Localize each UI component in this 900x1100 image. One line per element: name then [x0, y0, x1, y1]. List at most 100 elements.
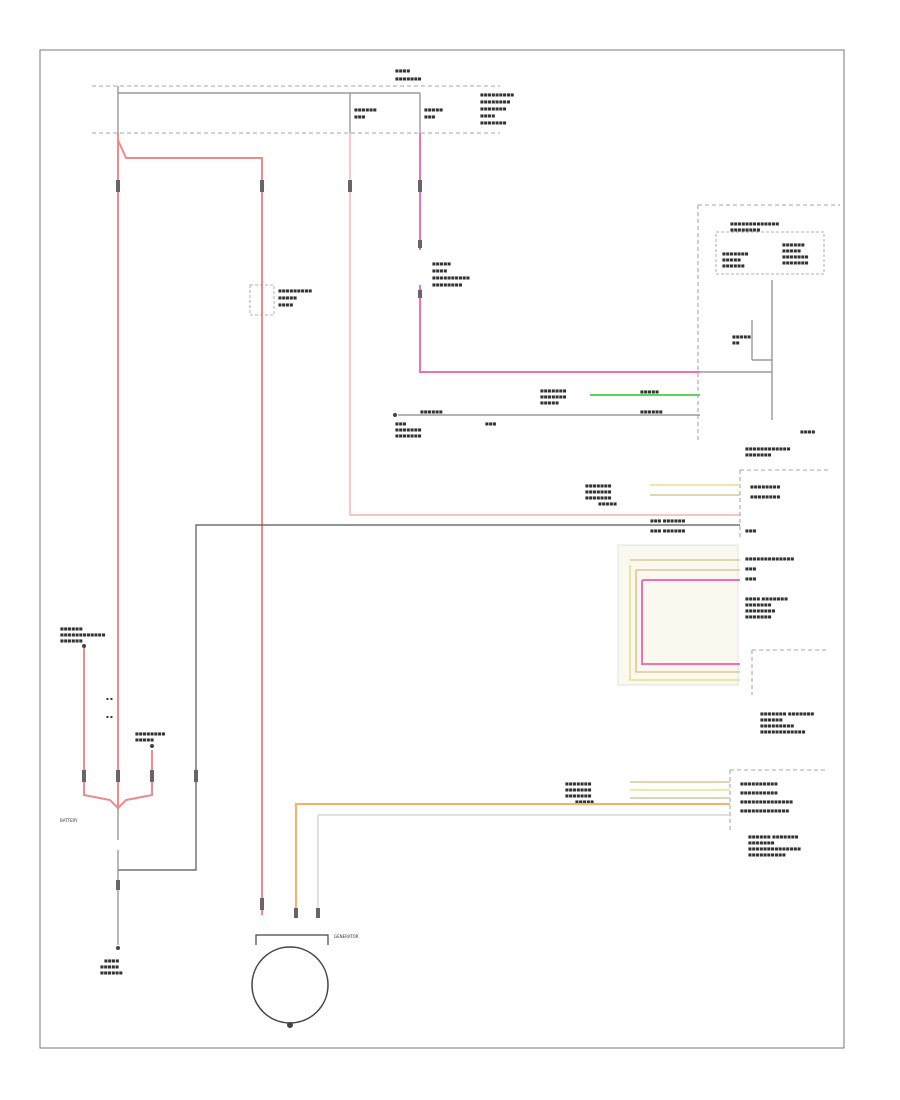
- ecm-title-2: ■■■■■■■: [748, 840, 775, 845]
- ground-label-1: ■■■■: [104, 958, 119, 963]
- gray-wire-label-1: ■■■: [395, 421, 407, 426]
- generator-label: GENERATOR: [334, 934, 359, 939]
- relay-inner-label-6: ■■■■■■■: [782, 254, 809, 259]
- connector-c6: [418, 290, 422, 298]
- connector-c8: [116, 770, 120, 782]
- green-wire-label-2: ■■■■■■■: [540, 394, 567, 399]
- bcm-title-4: ■■■■■■■: [745, 614, 772, 619]
- ecm-wire-label-2: ■■■■■■■: [565, 787, 592, 792]
- bcs-title-3: ■■■■■■■■■: [760, 723, 794, 728]
- ipc-wire-label-4: ■■■■■: [598, 501, 617, 506]
- connector-c9: [150, 770, 154, 782]
- ipc-wire-label-3: ■■■■■■■: [585, 495, 612, 500]
- generator-signal-wire: [317, 814, 730, 915]
- battery-fuse-marker-2: ▪ ▪: [106, 714, 113, 719]
- gray-wire-label-2: ■■■■■■■: [395, 427, 422, 432]
- generator-feed-wire: [117, 139, 263, 915]
- bcm-feed-wire: [349, 133, 740, 516]
- diagram-frame: [39, 49, 845, 1049]
- ecm-title-4: ■■■■■■■■■■: [748, 852, 786, 857]
- relay-fuse-label-3: ■■■■■■■■■■: [432, 275, 470, 280]
- connector-c1: [116, 180, 120, 192]
- fuse-block-title-1: ■■■■: [395, 68, 410, 73]
- power-dist-label-3: ■■■■■■: [60, 638, 83, 643]
- battery-label: BATTERY: [60, 818, 78, 823]
- green-wire-label-3: ■■■■■: [540, 400, 559, 405]
- connector-c11: [116, 880, 120, 890]
- fuse-label-a: ■■■■■■: [354, 107, 377, 112]
- fuse-block-title-2: ■■■■■■■: [395, 76, 422, 81]
- generator-housing-top: [255, 934, 329, 945]
- relay-fuse-label-1: ■■■■■: [432, 261, 451, 266]
- fuse-block-label-5: ■■■■■■■: [480, 120, 507, 125]
- bcm-loop-yellow: [629, 565, 740, 681]
- ecm-wire-label-3: ■■■■■■■: [565, 793, 592, 798]
- relay-inner-label-3: ■■■■■■: [722, 263, 745, 268]
- generator-field-wire: [295, 803, 730, 915]
- battery-junction-left: [83, 780, 119, 809]
- connector-c12: [260, 898, 264, 910]
- bcm-title-3: ■■■■■■■■: [745, 608, 775, 613]
- connector-c3: [348, 180, 352, 192]
- ecm-pin-1: ■■■■■■■■■■: [740, 781, 778, 786]
- bcm-pin-2: ■■■: [745, 566, 757, 571]
- relay-fuse-label-4: ■■■■■■■■: [432, 282, 462, 287]
- relay-fuse-text-2: ■■: [732, 340, 740, 345]
- battery-junction-right: [117, 780, 153, 809]
- bcm-pin-label: ■■■: [745, 528, 757, 533]
- ground-label-2: ■■■■■: [100, 964, 119, 969]
- relay-fuse-text: ■■■■■: [732, 334, 751, 339]
- ipc-wire-label-2: ■■■■■■■: [585, 489, 612, 494]
- gray-wire-ground-dot: [393, 413, 397, 417]
- power-dist-stud: [82, 644, 86, 648]
- bcs-title-4: ■■■■■■■■■■■■: [760, 729, 806, 734]
- battery-fuse-marker-1: ▪ ▪: [106, 696, 113, 701]
- green-wire-label-1: ■■■■■■■: [540, 388, 567, 393]
- relay-inner-label-7: ■■■■■■■: [782, 260, 809, 265]
- relay-inner-label-1: ■■■■■■■: [722, 251, 749, 256]
- ipc-pin-label-1: ■■■■■■■■: [750, 484, 780, 489]
- generator-fuse-box: [249, 284, 275, 316]
- connector-c13: [294, 908, 298, 918]
- bcm-wire-code-1: ■■■ ■■■■■■: [650, 518, 686, 523]
- fuse-block-label-4: ■■■■: [480, 113, 495, 118]
- gray-wire-label-3: ■■■■■■■: [395, 433, 422, 438]
- power-dist-label-2: ■■■■■■■■■■■■: [60, 632, 106, 637]
- ignition-stud: [150, 744, 154, 748]
- generator-symbol: [251, 946, 329, 1024]
- bcs-title-2: ■■■■■■: [760, 717, 783, 722]
- gray-wire-code-2: ■■■■■■: [640, 409, 663, 414]
- bcm-pin-1: ■■■■■■■■■■■■■: [745, 556, 794, 561]
- ecm-wire-label-4: ■■■■■: [575, 799, 594, 804]
- ignition-label-1: ■■■■■■■■: [135, 731, 165, 736]
- bcm-pin-3: ■■■: [745, 576, 757, 581]
- generator-fuse-label-1: ■■■■■■■■■: [278, 288, 312, 293]
- generator-ground: [287, 1022, 293, 1028]
- generator-fuse-label-3: ■■■■: [278, 302, 293, 307]
- relay-fuse-label-2: ■■■■: [432, 268, 447, 273]
- bcs-title-1: ■■■■■■■ ■■■■■■■: [760, 711, 814, 716]
- relay-label-bottom: ■■■■: [800, 429, 815, 434]
- fuse-block-label-3: ■■■■■■■: [480, 106, 507, 111]
- connector-c10: [194, 770, 198, 782]
- ipc-title-1: ■■■■■■■■■■■■: [745, 446, 791, 451]
- ecm-title-1: ■■■■■■ ■■■■■■■: [748, 834, 799, 839]
- bcm-box: [617, 544, 739, 686]
- power-dist-label-1: ■■■■■■: [60, 626, 83, 631]
- relay-inner-label-4: ■■■■■■: [782, 242, 805, 247]
- fuse-label-b: ■■■■■: [424, 107, 443, 112]
- gray-wire-code: ■■■■■■: [420, 409, 443, 414]
- ground-label-3: ■■■■■■: [100, 970, 123, 975]
- bcm-wire-code-2: ■■■ ■■■■■■: [650, 528, 686, 533]
- ecm-title-3: ■■■■■■■■■■■■■■: [748, 846, 801, 851]
- green-wire-code: ■■■■■: [640, 389, 659, 394]
- bcm-title-1: ■■■■ ■■■■■■■: [745, 596, 788, 601]
- ecm-wire-label-1: ■■■■■■■: [565, 781, 592, 786]
- fuse-block-label-2: ■■■■■■■■: [480, 99, 510, 104]
- bcm-ground-wire: [118, 524, 740, 871]
- ipc-pin-label-2: ■■■■■■■■: [750, 494, 780, 499]
- fuse-label-b2: ■■■: [424, 114, 436, 119]
- connector-c4: [418, 180, 422, 192]
